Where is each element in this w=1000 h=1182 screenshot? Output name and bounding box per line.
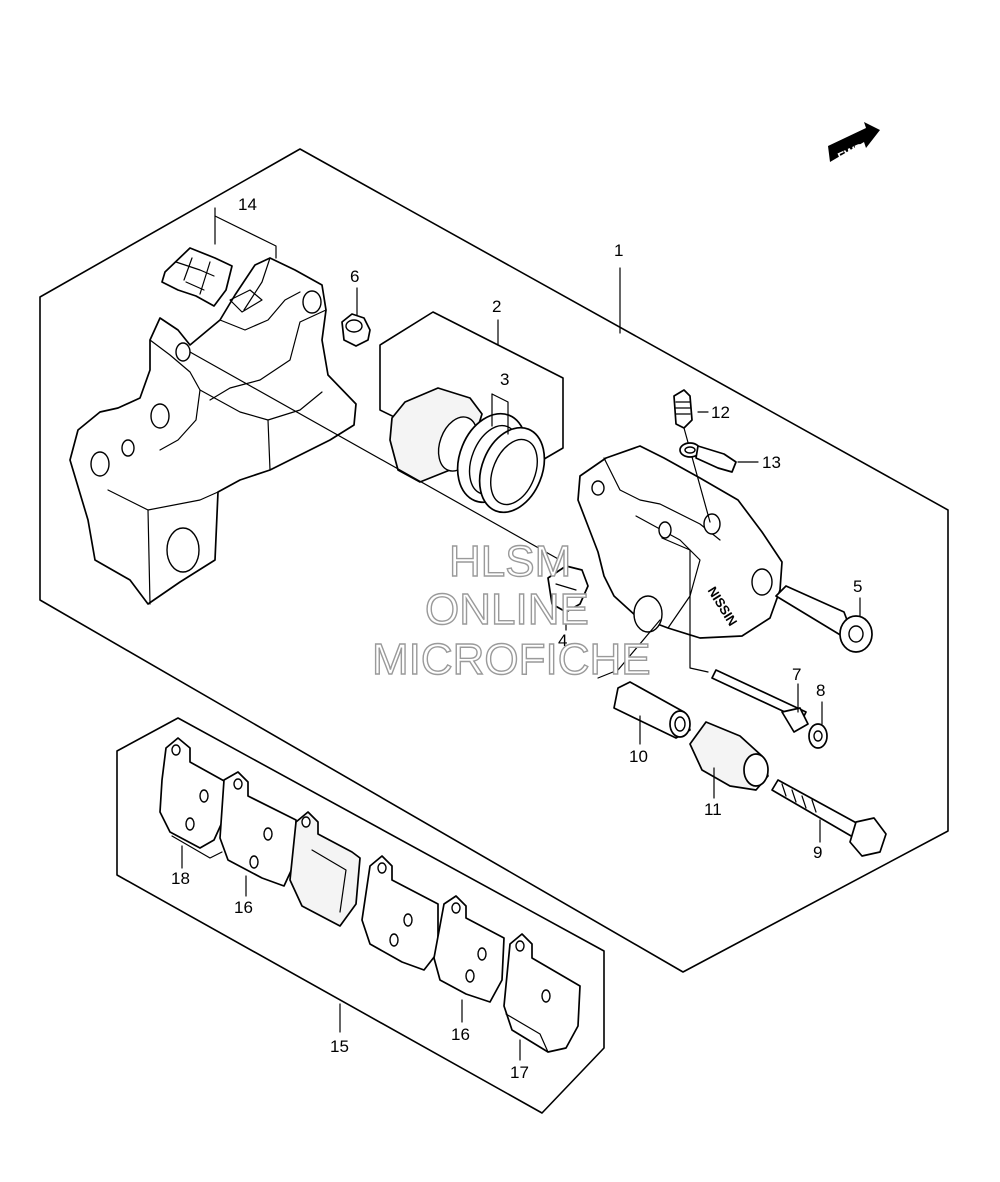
watermark-line-3: MICROFICHE [372, 635, 651, 684]
callout-13: 13 [762, 453, 781, 472]
brake-hose-fitting [679, 442, 737, 473]
bleeder-cap [341, 313, 371, 347]
piston-seal [456, 412, 546, 514]
slide-pin-bolt [775, 585, 873, 653]
piston-kit-frame [379, 311, 564, 477]
pad-pin [711, 669, 809, 733]
brake-pad-middle [361, 855, 439, 971]
watermark: HLSM ONLINE MICROFICHE [371, 536, 651, 684]
callout-5: 5 [853, 577, 862, 596]
callout-1: 1 [614, 241, 623, 260]
brake-pad-center [289, 811, 361, 927]
sleeve-leader [597, 619, 661, 679]
pad-spring-clip [547, 565, 589, 613]
callout-8: 8 [816, 681, 825, 700]
callout-7: 7 [792, 665, 801, 684]
callout-16-left: 16 [234, 898, 253, 917]
brake-pad-18 [159, 737, 227, 859]
callout-11: 11 [704, 800, 722, 819]
brake-pad-16-right [433, 895, 505, 1003]
watermark-line-2: ONLINE [425, 585, 589, 634]
mounting-bolt [771, 779, 887, 857]
brake-pad-16-left [219, 771, 297, 887]
callout-leaders [181, 207, 861, 1061]
pad-retainer-spring [161, 247, 233, 307]
callout-6: 6 [350, 267, 359, 286]
callout-17: 17 [510, 1063, 529, 1082]
callout-labels: 1 2 3 4 5 6 7 8 9 10 11 12 13 14 15 16 1… [171, 195, 862, 1082]
callout-9: 9 [813, 843, 822, 862]
caliper-body: NISSIN [577, 445, 783, 639]
callout-16-right: 16 [451, 1025, 470, 1044]
forward-arrow-icon: FWD [828, 122, 880, 164]
watermark-line-1: HLSM [449, 537, 571, 586]
brake-pad-set-frame [116, 717, 605, 1114]
pin-plug [808, 723, 828, 749]
callout-14: 14 [238, 195, 257, 214]
dust-boot [689, 721, 769, 791]
callout-18: 18 [171, 869, 190, 888]
callout-12: 12 [711, 403, 730, 422]
callout-3: 3 [500, 370, 509, 389]
bracket-pin-leader [189, 351, 561, 561]
caliper-bracket [69, 257, 357, 605]
callout-4: 4 [558, 631, 567, 650]
caliper-assembly-frame [39, 148, 949, 973]
callout-2: 2 [492, 297, 501, 316]
callout-15: 15 [330, 1037, 349, 1056]
slide-pin-leader [661, 537, 709, 673]
slide-sleeve [613, 681, 691, 739]
callout-10: 10 [629, 747, 648, 766]
brake-pad-17 [503, 933, 581, 1053]
